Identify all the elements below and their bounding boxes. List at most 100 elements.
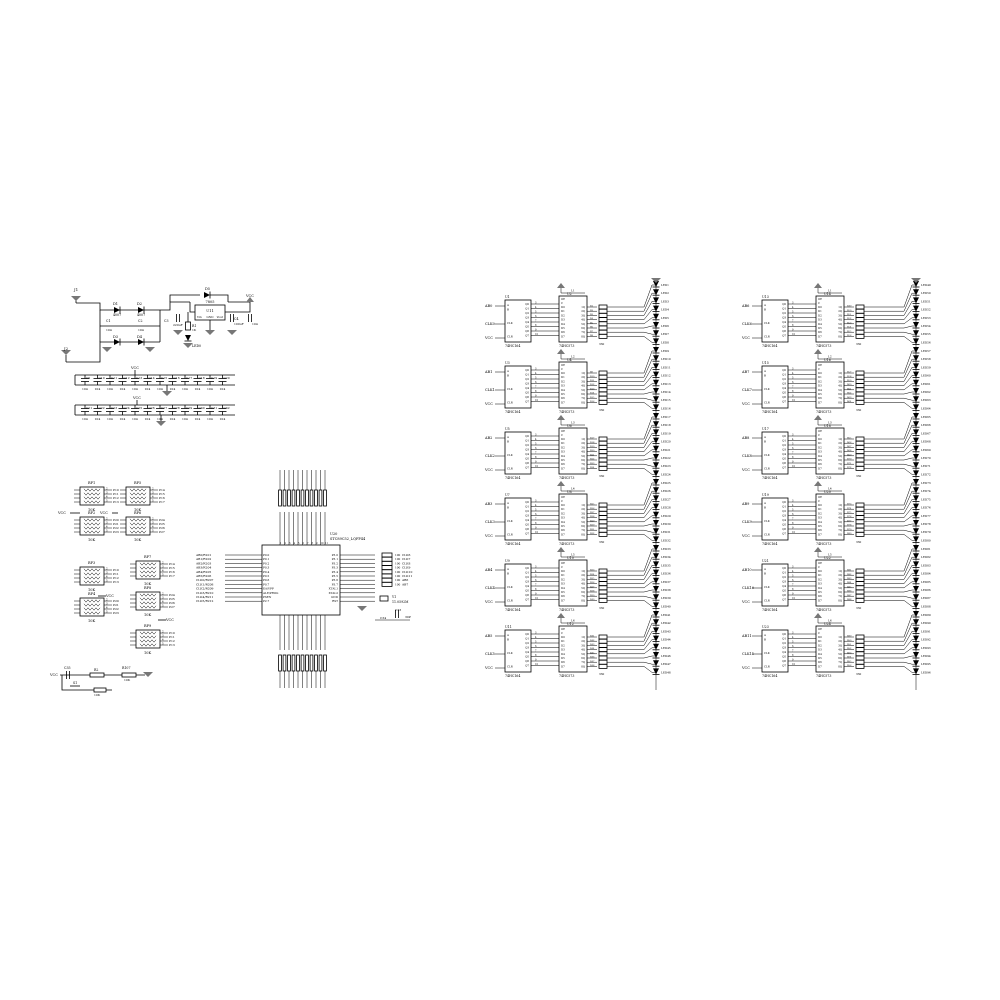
shift-register-74hc164 [761,497,789,541]
ic-pin-name: D2 [818,379,822,383]
ic-pin-name: 5Q [581,520,585,524]
led-feed-wire [864,309,916,320]
pin-number: 9 [792,329,794,332]
resistor-ref: R15 [590,396,595,399]
driver-clk-net-label: CLK4 [485,586,496,590]
current-limit-resistor [598,395,608,401]
ic-pin-name: CLR [507,533,514,537]
led-feed-wire [864,375,916,386]
ic-pin-name: Q5 [525,589,529,593]
pin-number: 4 [792,306,794,309]
resnet-pin-number: 3 [162,635,164,638]
current-limit-resistor [598,532,608,537]
ic-pin-name: 2Q [581,573,585,577]
vcc-arrow-symbol [814,613,822,618]
resistor-ref: R26 [590,507,595,510]
current-limit-resistor [855,568,865,574]
cap-value: 100uF [234,322,244,326]
mcu-right-net-label: CLK8 [402,561,411,565]
ic-pin-name: Q5 [525,523,529,527]
resistor-value: 100 [395,561,401,565]
ic-part: 74HC164 [505,410,520,414]
resistor-ref: R79 [847,528,852,531]
ic-pin-name: Q2 [525,377,529,381]
driver-ab-net-label: AB9 [741,502,749,506]
resistor-ref: R59 [847,379,852,382]
resistor-value: 330 [856,672,862,676]
mcu-left-net-label: CLK5/R212 [196,599,214,603]
resistor-value: 100 [395,553,401,557]
resnet-element [139,562,157,566]
resistor-ref: R18 [590,441,595,444]
ic-pin-name: 8Q [838,334,842,338]
shift-register-74hc164 [761,563,789,607]
ic-pin-name: D1 [561,507,565,511]
ic-part: 74HC164 [762,476,777,480]
led-feed-wire [864,655,916,659]
led-label: LED61 [921,382,931,386]
led-label: LED16 [661,406,671,410]
ic-part: 74HC573 [559,476,574,480]
resistor-ref: R12 [590,383,595,386]
ic-pin-name: Q1 [525,505,529,509]
vcc-label: VCC [245,294,254,298]
pin-number: 8 [792,456,794,459]
led-feed-wire [864,292,916,312]
ic-pin-name: D2 [818,643,822,647]
ic-pin-name: 6Q [581,326,585,330]
led-feed-wire [607,507,656,518]
ic-pin-name: C [561,499,563,503]
ic-ref: U1 [505,295,510,299]
resistor-ref: R77 [847,519,852,522]
ic-pin-name: 1Q [581,305,585,309]
resnet-pin-number: 3 [106,572,108,575]
ic-pin-name: Q5 [525,325,529,329]
current-limit-resistor [855,655,865,661]
pin-number: 3 [792,632,794,635]
pin-number: 3 [792,566,794,569]
resnet-pin-number: 3 [106,492,108,495]
crystal-freq: 11.0592M [392,600,409,604]
ic-pin-name: C [561,631,563,635]
ic-pin-name: Q2 [525,509,529,513]
resistor-ref: R71 [847,462,852,465]
current-limit-resistor [855,638,865,644]
resistor-ref: R76 [847,515,852,518]
resnet-element [139,601,157,605]
ic-pin-name: C [818,631,820,635]
diode-d5 [204,292,210,298]
pin-resistor [314,489,318,507]
ic-pin-name: 8Q [838,598,842,602]
led-label: LED5 [661,316,669,320]
ic-pin-name: Q7 [525,466,529,470]
led-label: LED93 [921,646,931,650]
ic-pin-name: C [818,565,820,569]
ic-pin-name: 2Q [838,573,842,577]
mcu-pin-number: 8 [312,542,314,545]
connector-label: J2 [63,346,69,351]
led-feed-wire [607,397,656,401]
led-feed-wire [607,391,656,395]
pin-number: 9 [535,461,537,464]
pin-number: 3 [535,302,537,305]
protect-wire [169,294,200,302]
resistor-ref: R62 [847,392,852,395]
decoupling-cap-label: C18 [199,376,205,380]
pin-number: 6 [535,645,537,648]
ic-pin-name: Q5 [782,589,786,593]
ic-pin-name: 3Q [838,511,842,515]
resnet-pin-number: 5 [162,574,164,577]
shift-register-74hc164 [761,365,789,409]
ic-part: 74HC573 [816,674,831,678]
led-feed-wire [864,482,916,506]
pin-number: 6 [535,315,537,318]
ic-pin-name: 3Q [581,379,585,383]
latch-74hc573 [815,493,845,541]
current-limit-resistor [855,333,865,339]
pin-number: 10 [792,333,795,336]
resistor-ref: R86 [847,590,852,593]
led-label: LED96 [921,670,931,674]
current-limit-resistor [598,510,608,516]
ic-pin-name: A [763,369,766,373]
